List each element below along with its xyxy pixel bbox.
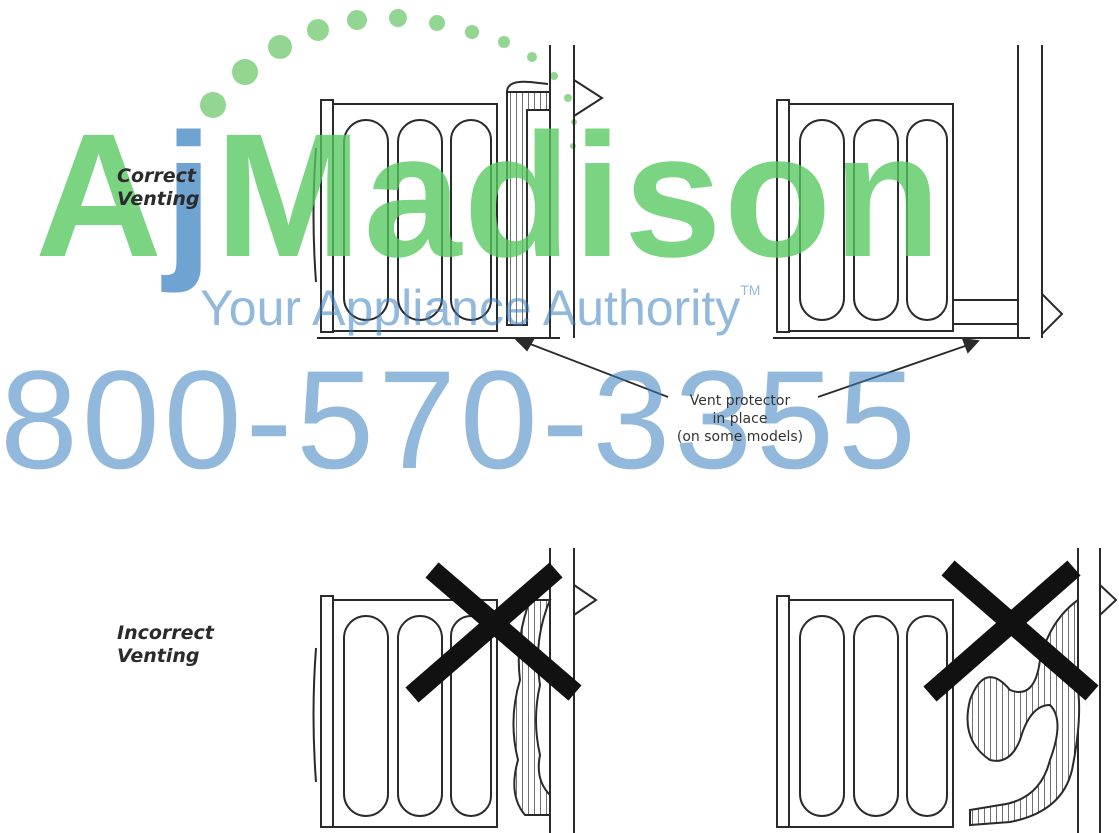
dryer-icon — [777, 596, 953, 827]
watermark-tm: TM — [740, 282, 760, 298]
callout-line1: Vent protector — [660, 392, 820, 410]
watermark-tagline-text: Your Appliance Authority — [200, 280, 740, 336]
correct-label-line1: Correct — [117, 165, 199, 188]
incorrect-venting-label: Incorrect Venting — [117, 622, 214, 668]
incorrect-label-line2: Venting — [117, 645, 214, 668]
vent-hood-icon — [574, 585, 596, 615]
correct-venting-label: Correct Venting — [117, 165, 199, 211]
wall-icon — [1018, 45, 1042, 338]
vent-hood-icon — [1100, 585, 1116, 615]
callout-line3: (on some models) — [660, 428, 820, 446]
flex-duct-icon — [953, 294, 1062, 334]
watermark-brand-rest: Madison — [215, 98, 943, 294]
correct-label-line2: Venting — [117, 188, 199, 211]
vent-protector-callout: Vent protector in place (on some models) — [660, 392, 820, 446]
dryer-icon — [314, 596, 498, 827]
watermark-tagline: Your Appliance AuthorityTM — [200, 283, 760, 333]
callout-line2: in place — [660, 410, 820, 428]
incorrect-label-line1: Incorrect — [117, 622, 214, 645]
